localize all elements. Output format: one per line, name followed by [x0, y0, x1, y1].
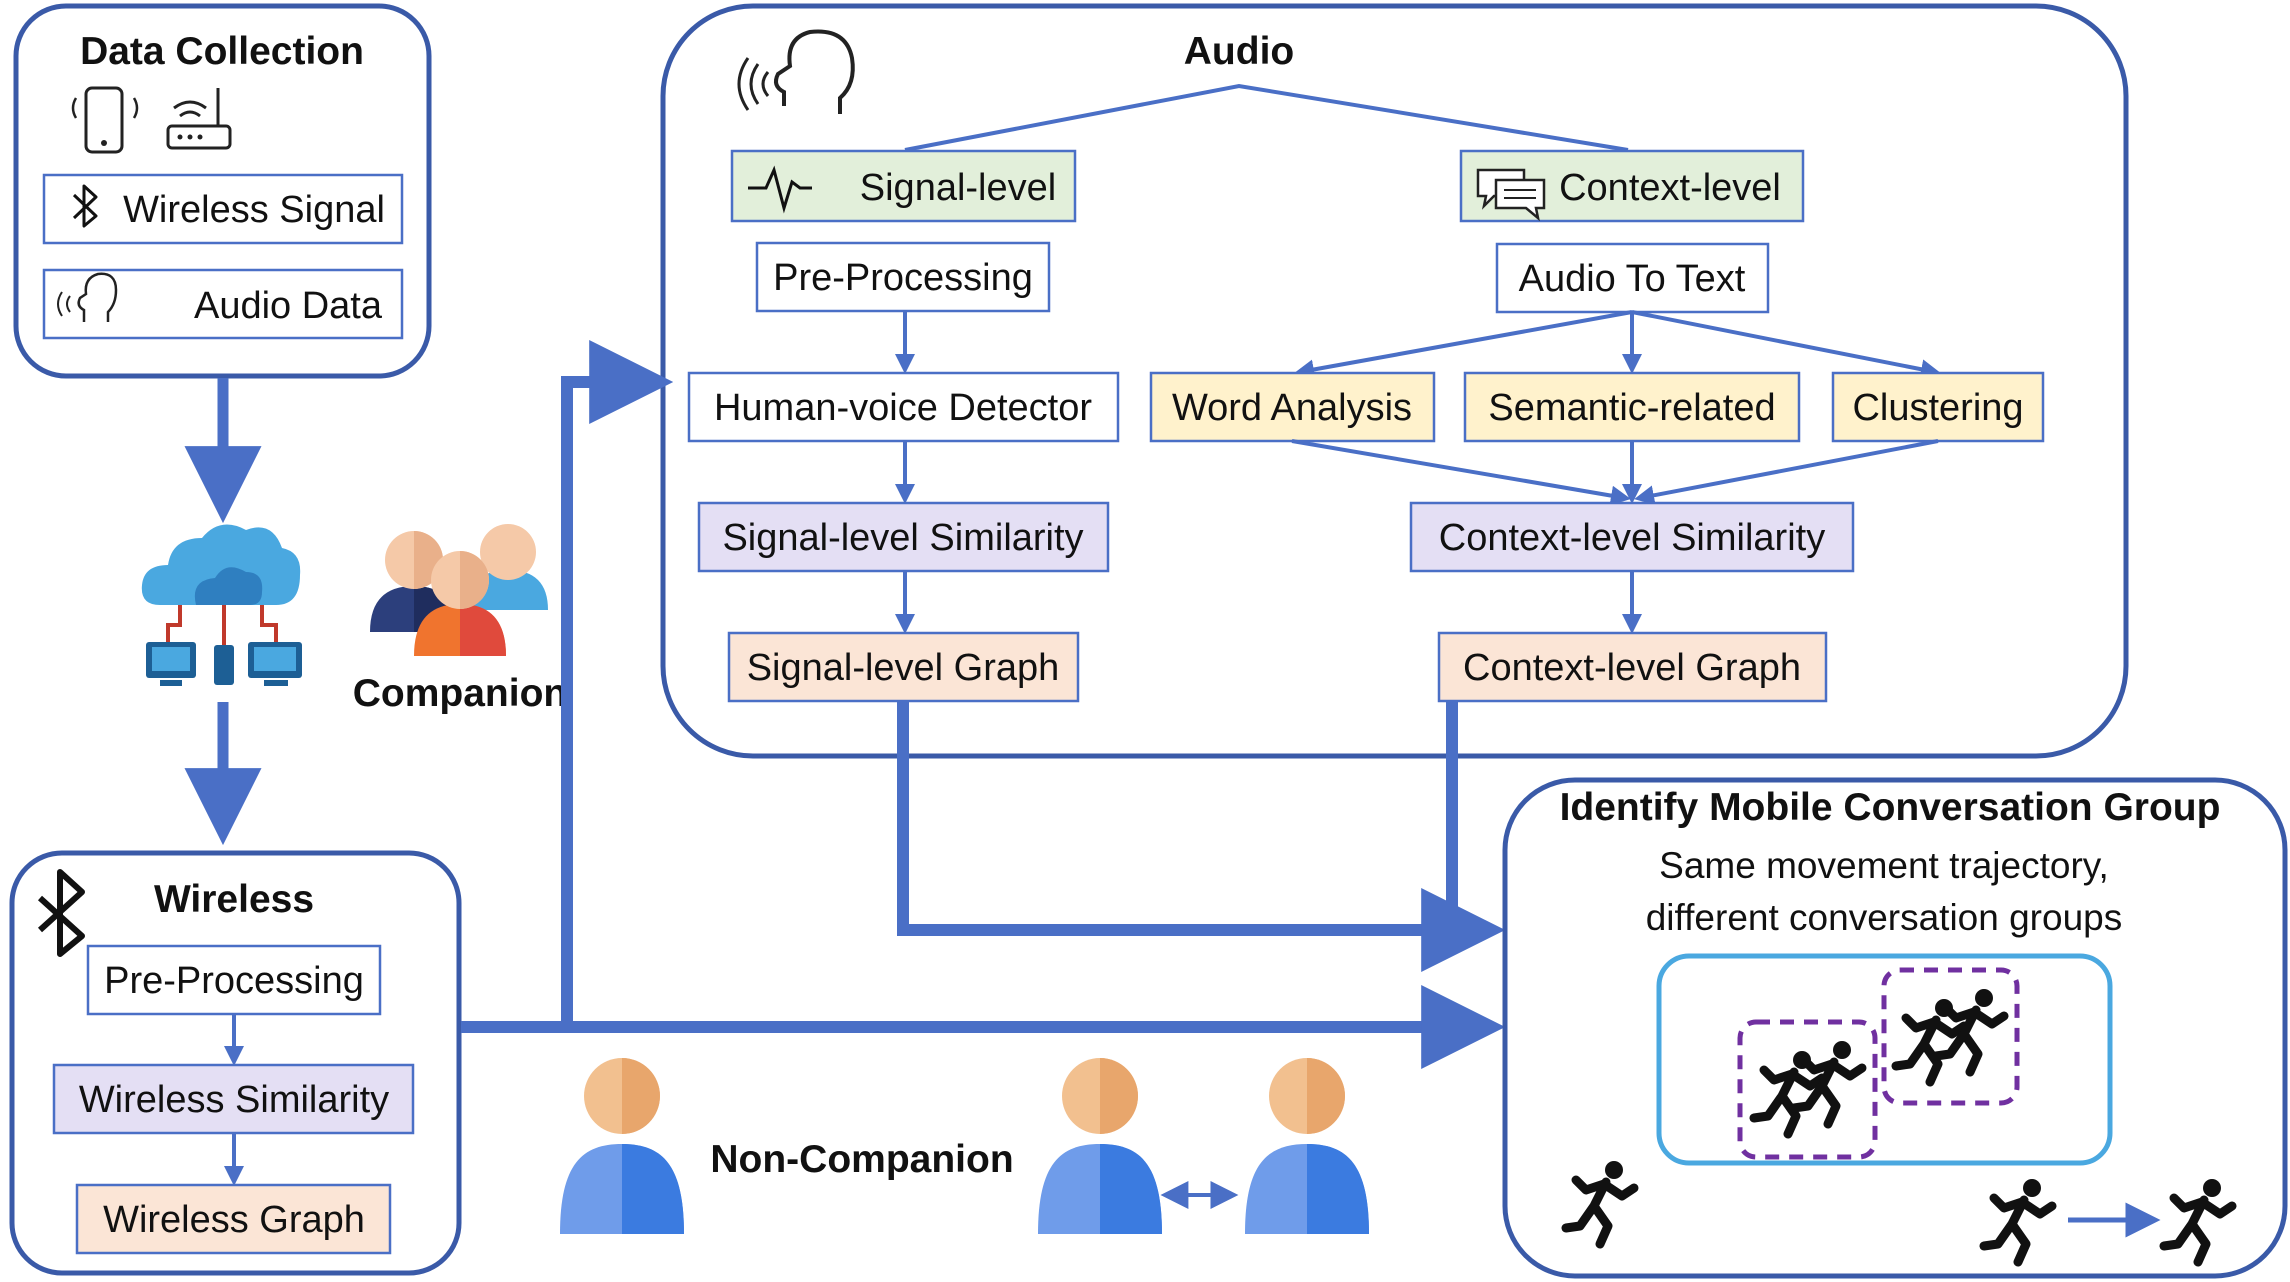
identify-line1: Same movement trajectory,: [1659, 845, 2109, 886]
bluetooth-icon: [72, 184, 98, 228]
cloud-network-icon: [141, 524, 302, 686]
wireless-graph-label: Wireless Graph: [103, 1199, 365, 1241]
wireless-panel: Wireless Pre-Processing Wireless Similar…: [9, 850, 462, 1276]
wireless-graph-box: [75, 1183, 392, 1255]
wireless-signal-label: Wireless Signal: [123, 189, 385, 231]
router-icon: [166, 88, 232, 150]
clustering-box: [1831, 371, 2045, 443]
signal-graph-label: Signal-level Graph: [747, 647, 1060, 689]
signal-level-box: [730, 149, 1077, 223]
data-collection-panel: Data Collection Wireless Signal Audio Da…: [13, 3, 432, 379]
non-companion-person-icon: [560, 1058, 684, 1234]
semantic-related-label: Semantic-related: [1488, 387, 1775, 429]
person-a-icon: [1038, 1058, 1162, 1234]
audio-to-text-label: Audio To Text: [1519, 258, 1746, 300]
context-graph-box: [1437, 631, 1828, 703]
signal-level-label: Signal-level: [860, 167, 1056, 209]
arrow-text-to-word: [1294, 310, 1633, 380]
group-frame: [1656, 953, 2113, 1166]
audio-pre-processing-box: [755, 241, 1051, 313]
human-voice-detector-box: [687, 371, 1120, 443]
audio-data-label: Audio Data: [194, 285, 383, 327]
chat-bubbles-icon: [1476, 168, 1546, 222]
signal-similarity-label: Signal-level Similarity: [722, 517, 1083, 559]
non-companion-label: Non-Companion: [710, 1138, 1013, 1181]
phone-icon: [71, 86, 139, 154]
runner-icon-single: [1566, 1161, 1634, 1244]
audio-pre-processing-label: Pre-Processing: [773, 257, 1033, 299]
clustering-label: Clustering: [1852, 387, 2023, 429]
context-graph-label: Context-level Graph: [1463, 647, 1801, 689]
main-connectors: [461, 340, 1506, 1069]
context-level-label: Context-level: [1559, 167, 1781, 209]
audio-title: Audio: [1184, 30, 1294, 73]
word-analysis-label: Word Analysis: [1172, 387, 1412, 429]
signal-similarity-box: [697, 501, 1110, 573]
identify-panel: Identify Mobile Conversation Group Same …: [1502, 777, 2288, 1279]
wireless-similarity-box: [52, 1063, 415, 1135]
data-collection-title: Data Collection: [80, 30, 364, 73]
audio-panel: Audio Signal-level Context-level Pre-Pro…: [660, 3, 2129, 759]
wireless-pre-processing-label: Pre-Processing: [104, 960, 364, 1002]
conversation-group-a: [1737, 1019, 1878, 1160]
arrow-clustering-to-context-sim: [1634, 439, 1939, 506]
wireless-signal-box: [42, 173, 404, 245]
audio-data-box: [42, 268, 404, 340]
semantic-related-box: [1463, 371, 1801, 443]
identify-title: Identify Mobile Conversation Group: [1560, 786, 2221, 829]
speaking-head-icon: [57, 272, 118, 322]
speaking-head-icon-large: [737, 29, 855, 114]
person-b-icon: [1245, 1058, 1369, 1234]
companion-group-icon: [370, 524, 548, 656]
arrow-word-to-context-sim: [1291, 439, 1631, 506]
wireless-pre-processing-box: [86, 944, 382, 1016]
human-voice-detector-label: Human-voice Detector: [714, 387, 1092, 429]
audio-to-text-box: [1495, 242, 1770, 314]
context-similarity-label: Context-level Similarity: [1439, 517, 1825, 559]
conversation-group-b: [1881, 967, 2020, 1106]
identify-line2: different conversation groups: [1646, 897, 2123, 938]
audio-branch-lines: [904, 83, 1629, 152]
word-analysis-box: [1149, 371, 1436, 443]
companion-label: Companion: [353, 672, 567, 715]
wireless-title: Wireless: [154, 878, 314, 921]
runner-icon-end: [2164, 1179, 2232, 1262]
context-similarity-box: [1409, 501, 1855, 573]
bluetooth-icon-large: [37, 869, 85, 957]
runner-icon-start: [1984, 1179, 2052, 1262]
waveform-icon: [748, 165, 812, 214]
arrow-text-to-clustering: [1631, 310, 1941, 380]
wireless-similarity-label: Wireless Similarity: [79, 1079, 389, 1121]
